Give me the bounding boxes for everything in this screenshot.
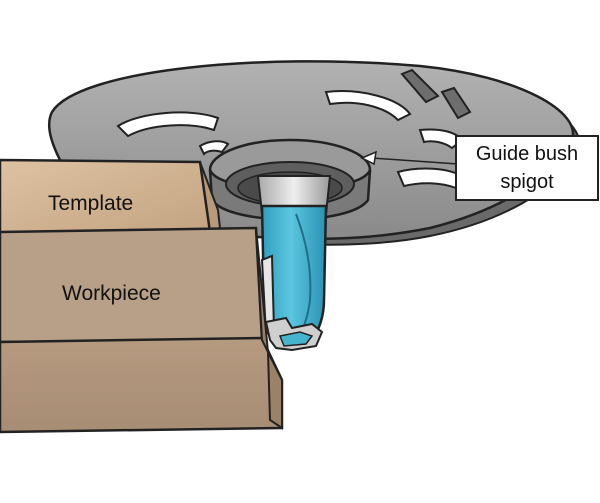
- workpiece-end-face: [255, 227, 283, 430]
- plate-slot: [324, 90, 412, 122]
- plate-slot: [116, 111, 220, 138]
- workpiece-lower-face: [0, 336, 284, 434]
- callout-box: [455, 135, 599, 201]
- guide-bush-label-line2: spigot: [500, 171, 554, 193]
- guide-bush-label-line1: Guide bush: [476, 143, 578, 165]
- template-label: Template: [48, 192, 133, 215]
- plate-slot: [198, 140, 230, 156]
- workpiece-label: Workpiece: [62, 282, 161, 305]
- plate-notch: [400, 68, 440, 104]
- plate-notch: [440, 86, 472, 120]
- plate-slot: [418, 128, 464, 150]
- workpiece-board: [0, 226, 284, 434]
- cutter-tip-blue: [278, 331, 314, 347]
- callout-leader-line: [371, 157, 459, 165]
- guide-bush-callout: Guide bush spigot: [360, 135, 599, 201]
- callout-arrowhead: [360, 150, 377, 166]
- router-cutter: [256, 175, 332, 352]
